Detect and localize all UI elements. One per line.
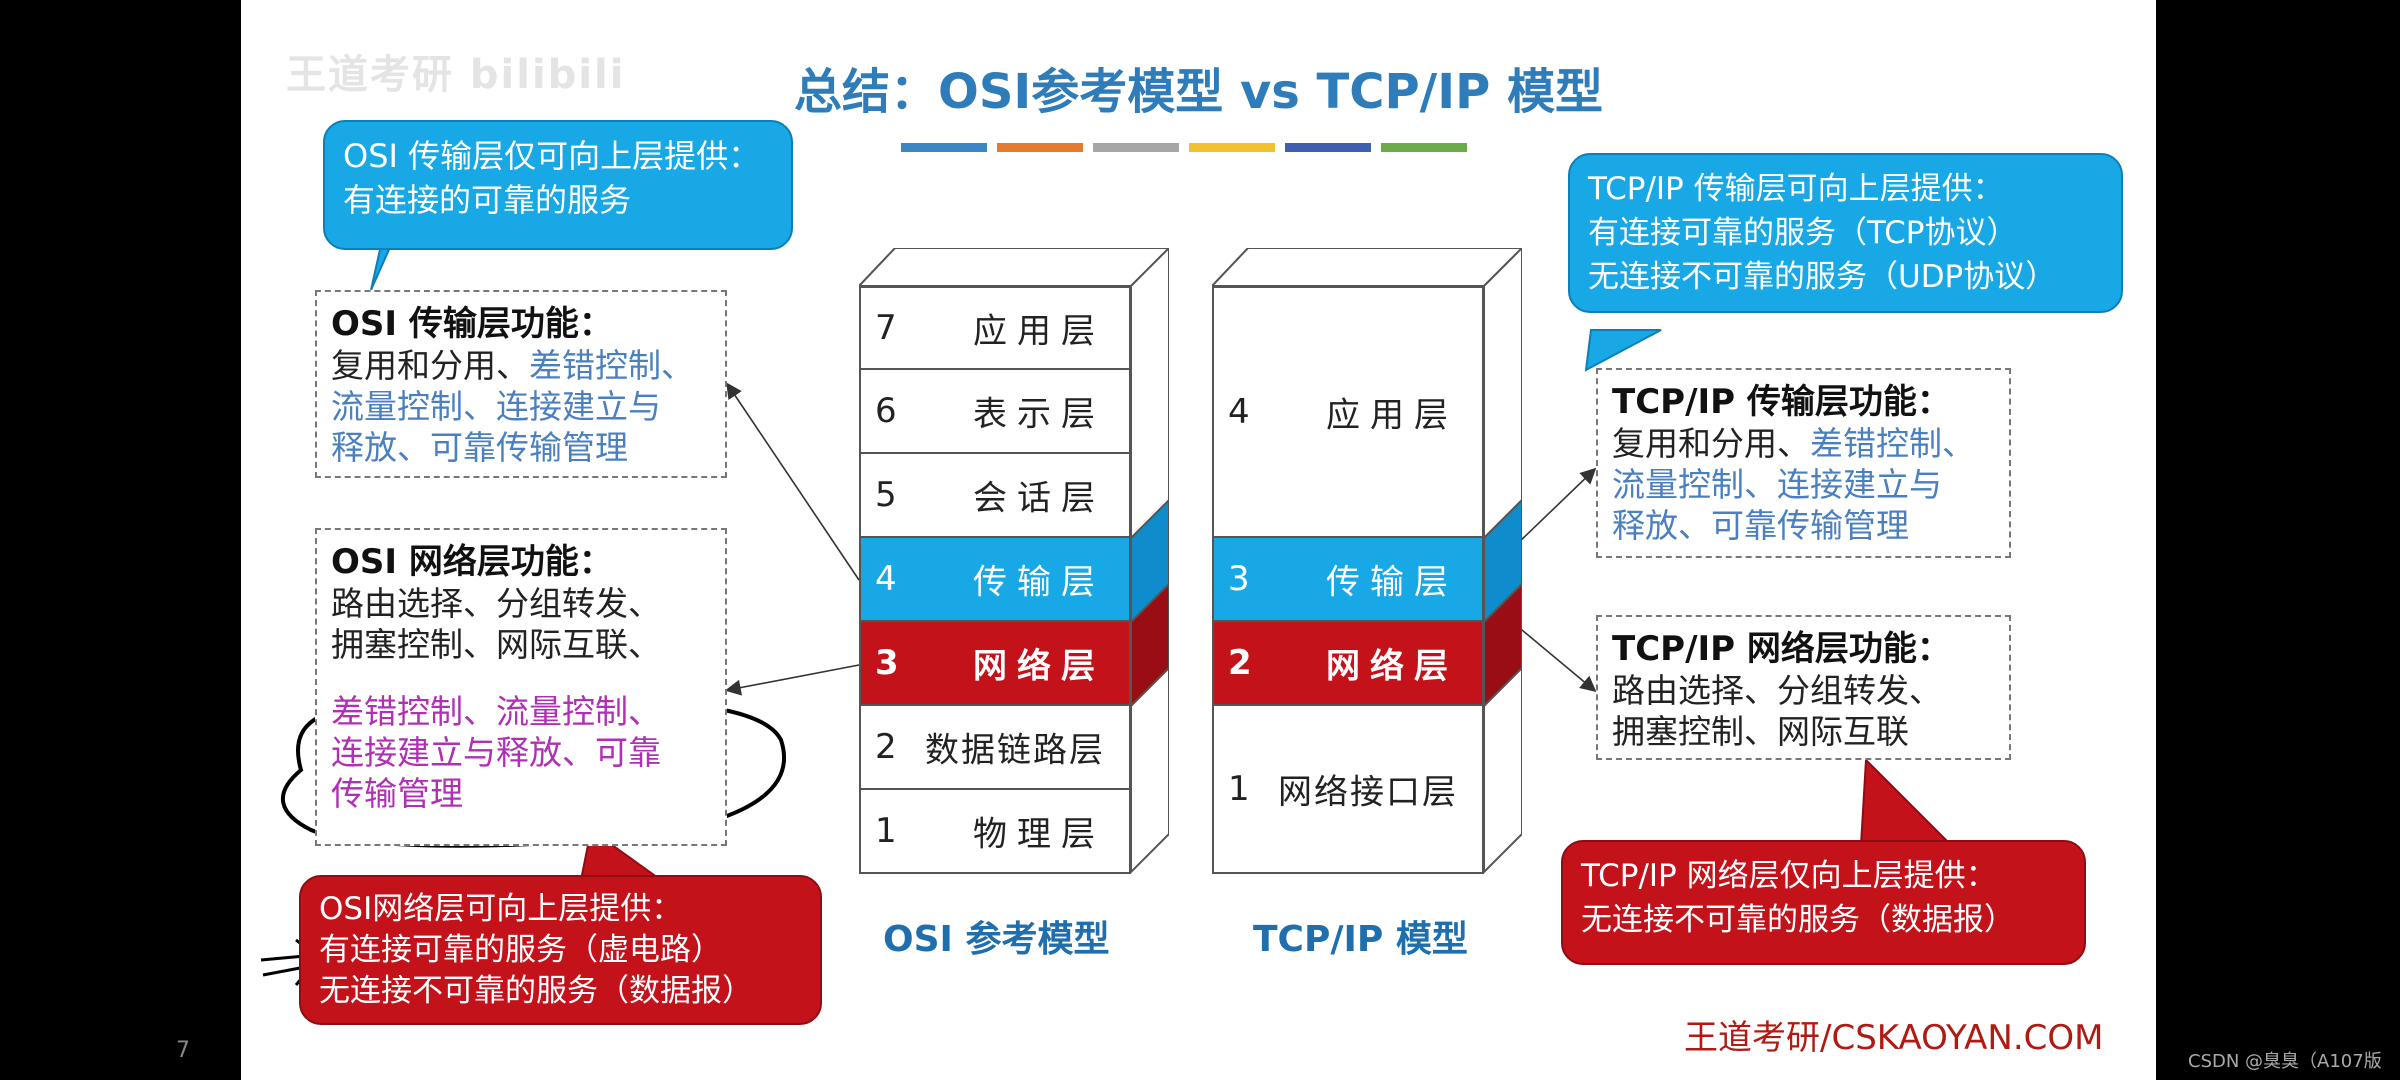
layer-number: 3: [875, 643, 899, 683]
osi-model-stack: 7 应用层 6 表示层 5 会话层 4 传输层 3 网络层 2 数据链路层 1 …: [859, 248, 1169, 874]
callout-line: 无连接不可靠的服务（UDP协议）: [1588, 259, 2057, 295]
layer-number: 2: [875, 727, 897, 767]
box-text-blue: 差错控制、: [1810, 424, 1975, 463]
osi-layer-1: 1 物理层: [859, 790, 1131, 874]
box-heading: TCP/IP 传输层功能：: [1612, 382, 1951, 422]
osi-transport-callout: OSI 传输层仅可向上层提供： 有连接的可靠的服务: [323, 120, 793, 250]
box-text: 拥塞控制、网际互联: [1612, 712, 1909, 751]
layer-name: 传输层: [1326, 562, 1458, 603]
tcp-network-callout: TCP/IP 网络层仅向上层提供： 无连接不可靠的服务（数据报）: [1561, 840, 2086, 965]
callout-line: 无连接不可靠的服务（数据报）: [1581, 902, 2015, 938]
layer-number: 4: [1228, 392, 1250, 432]
osi-callout-tail: [370, 244, 393, 291]
osi-layer-6: 6 表示层: [859, 370, 1131, 454]
box-text: 路由选择、分组转发、: [1612, 671, 1942, 710]
callout-line: 有连接可靠的服务（TCP协议）: [1588, 215, 2018, 251]
box-text-blue: 释放、可靠传输管理: [1612, 506, 1909, 545]
slide: 王道考研 bilibili 总结：OSI参考模型 vs TCP/IP 模型: [241, 0, 2156, 1080]
osi-layer-7: 7 应用层: [859, 286, 1131, 370]
tcp-layer-3-transport: 3 传输层: [1212, 538, 1484, 622]
layer-number: 5: [875, 475, 897, 515]
box-text-blue: 释放、可靠传输管理: [331, 428, 628, 467]
bilibili-watermark: 王道考研 bilibili: [286, 52, 626, 98]
arrow-osi-transport: [726, 382, 860, 581]
layer-name: 网络接口层: [1278, 772, 1458, 813]
layer-name: 数据链路层: [925, 730, 1105, 771]
callout-line: TCP/IP 网络层仅向上层提供：: [1581, 858, 1997, 894]
callout-line: 有连接的可靠的服务: [343, 181, 632, 219]
box-text: 复用和分用、: [1612, 424, 1810, 463]
osi-layer-3-network: 3 网络层: [859, 622, 1131, 706]
box-text-magenta: 连接建立与释放、可靠: [331, 733, 661, 772]
tcp-transport-callout: TCP/IP 传输层可向上层提供： 有连接可靠的服务（TCP协议） 无连接不可靠…: [1568, 153, 2123, 313]
osi-layer-5: 5 会话层: [859, 454, 1131, 538]
layer-number: 1: [875, 811, 897, 851]
callout-line: 无连接不可靠的服务（数据报）: [319, 973, 753, 1009]
tcp-layer-1-interface: 1 网络接口层: [1212, 706, 1484, 874]
layer-number: 1: [1228, 769, 1250, 809]
layer-name: 表示层: [973, 394, 1105, 435]
osi-stack-label: OSI 参考模型: [883, 919, 1110, 960]
layer-number: 2: [1228, 643, 1252, 683]
accent-bar: [1285, 143, 1371, 152]
osi-network-callout: OSI网络层可向上层提供： 有连接可靠的服务（虚电路） 无连接不可靠的服务（数据…: [299, 875, 822, 1025]
arrow-tcp-network: [1515, 624, 1597, 693]
tcp-layer-2-network: 2 网络层: [1212, 622, 1484, 706]
tcp-callout-tail: [1584, 329, 1662, 372]
callout-line: OSI网络层可向上层提供：: [319, 891, 683, 927]
box-text: 路由选择、分组转发、: [331, 584, 661, 623]
layer-name: 会话层: [973, 478, 1105, 519]
osi-stack-3d-side: [859, 248, 1169, 874]
osi-layer-4-transport: 4 传输层: [859, 538, 1131, 622]
osi-layer-2: 2 数据链路层: [859, 706, 1131, 790]
layer-number: 6: [875, 391, 897, 431]
csdn-watermark: CSDN @臭臭（A107版: [2188, 1051, 2382, 1072]
box-text: 复用和分用、: [331, 346, 529, 385]
tcp-stack-3d-side: [1212, 248, 1522, 874]
layer-name: 网络层: [973, 646, 1105, 687]
box-heading: OSI 网络层功能：: [331, 542, 613, 582]
box-text-blue: 流量控制、连接建立与: [1612, 465, 1942, 504]
tcp-transport-function-box: TCP/IP 传输层功能： 复用和分用、差错控制、 流量控制、连接建立与 释放、…: [1596, 368, 2011, 558]
slide-title: 总结：OSI参考模型 vs TCP/IP 模型: [794, 64, 1603, 120]
box-text-magenta: 差错控制、流量控制、: [331, 692, 661, 731]
box-heading: TCP/IP 网络层功能：: [1612, 629, 1951, 669]
tcp-network-function-box: TCP/IP 网络层功能： 路由选择、分组转发、 拥塞控制、网际互联: [1596, 615, 2011, 760]
callout-line: OSI 传输层仅可向上层提供：: [343, 137, 761, 175]
tcp-layer-4-application: 4 应用层: [1212, 286, 1484, 538]
callout-line: 有连接可靠的服务（虚电路）: [319, 932, 722, 968]
accent-bar: [1381, 143, 1467, 152]
box-text-magenta: 传输管理: [331, 774, 463, 813]
layer-name: 物理层: [973, 814, 1105, 855]
layer-number: 4: [875, 559, 897, 599]
tcp-red-callout-tail: [1859, 757, 1954, 846]
page-indicator: 7: [176, 1038, 190, 1063]
tcp-stack-label: TCP/IP 模型: [1253, 919, 1468, 960]
arrow-osi-network: [724, 664, 860, 696]
layer-name: 网络层: [1326, 646, 1458, 687]
accent-bars: [901, 143, 1467, 152]
layer-name: 应用层: [1326, 395, 1458, 436]
layer-number: 3: [1228, 559, 1250, 599]
accent-bar: [1093, 143, 1179, 152]
layer-name: 传输层: [973, 562, 1105, 603]
accent-bar: [1189, 143, 1275, 152]
box-text-blue: 流量控制、连接建立与: [331, 387, 661, 426]
osi-transport-function-box: OSI 传输层功能： 复用和分用、差错控制、 流量控制、连接建立与 释放、可靠传…: [315, 290, 727, 478]
osi-network-function-box: OSI 网络层功能： 路由选择、分组转发、 拥塞控制、网际互联、 差错控制、流量…: [315, 528, 727, 846]
callout-line: TCP/IP 传输层可向上层提供：: [1588, 171, 2004, 207]
accent-bar: [901, 143, 987, 152]
accent-bar: [997, 143, 1083, 152]
tcpip-model-stack: 4 应用层 3 传输层 2 网络层 1 网络接口层: [1212, 248, 1522, 874]
box-text: 拥塞控制、网际互联、: [331, 625, 661, 664]
box-text-blue: 差错控制、: [529, 346, 694, 385]
brand-footer: 王道考研/CSKAOYAN.COM: [1684, 1018, 2104, 1058]
arrow-tcp-transport: [1515, 467, 1597, 546]
box-heading: OSI 传输层功能：: [331, 304, 613, 344]
layer-number: 7: [875, 308, 897, 348]
layer-name: 应用层: [973, 311, 1105, 352]
